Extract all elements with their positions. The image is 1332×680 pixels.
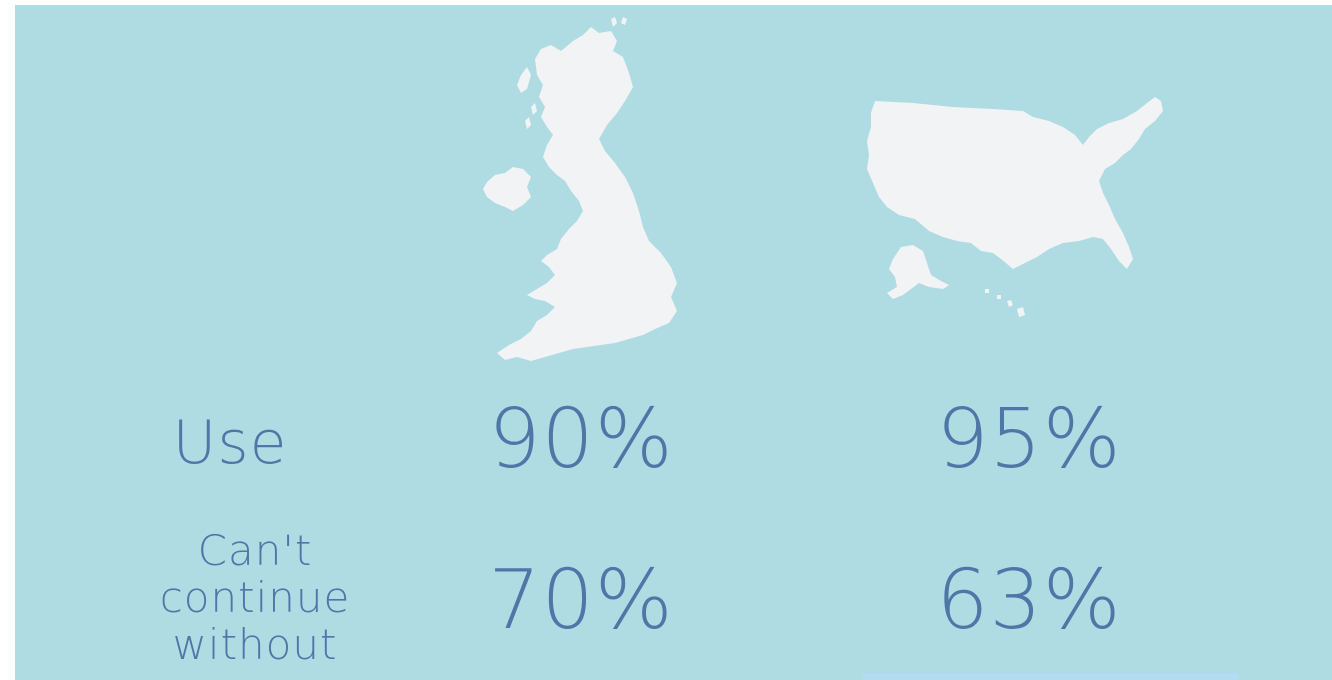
row-label-cant-continue-without: Can't continue without bbox=[155, 527, 355, 668]
infographic-slide: Use 90% 95% Can't continue without 70% 6… bbox=[15, 5, 1332, 680]
united-states-map-icon bbox=[853, 93, 1173, 323]
united-kingdom-map-icon bbox=[465, 17, 680, 362]
us-use-percentage: 95% bbox=[936, 392, 1122, 487]
uk-use-percentage: 90% bbox=[488, 392, 674, 487]
row-label-line: Can't bbox=[197, 526, 313, 575]
row-label-line: without bbox=[172, 620, 338, 669]
row-label-line: continue bbox=[159, 573, 351, 622]
us-cant-continue-percentage: 63% bbox=[936, 553, 1122, 648]
bottom-edge-strip bbox=[863, 673, 1238, 680]
uk-cant-continue-percentage: 70% bbox=[488, 553, 674, 648]
row-label-use: Use bbox=[172, 408, 288, 478]
